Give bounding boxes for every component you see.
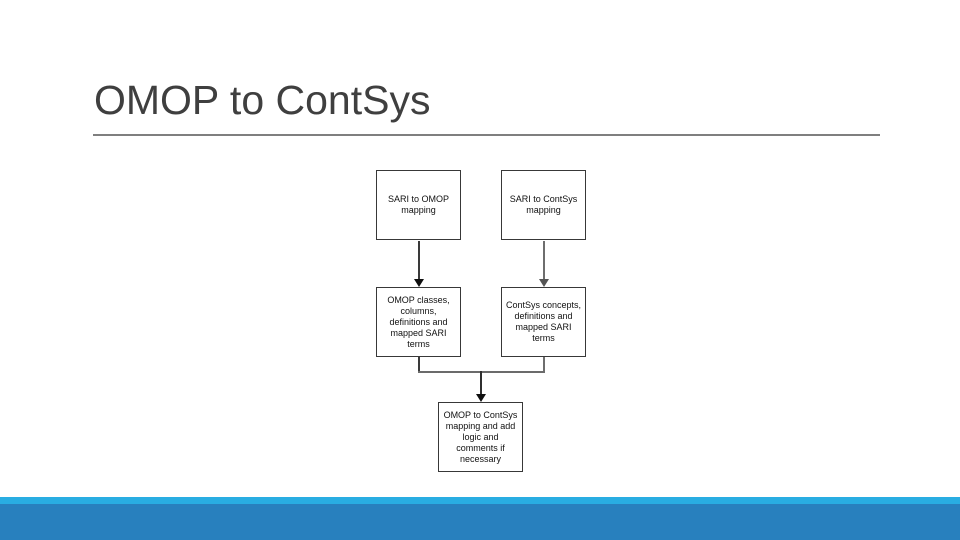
node-omop-to-contsys: OMOP to ContSys mapping and add logic an… bbox=[438, 402, 523, 472]
arrow-down-icon bbox=[475, 394, 486, 402]
slide-title: OMOP to ContSys bbox=[94, 77, 431, 123]
connector-line-left bbox=[417, 241, 420, 280]
node-label: SARI to ContSys mapping bbox=[509, 194, 578, 215]
connector-line-right bbox=[542, 241, 545, 280]
arrow-down-icon bbox=[538, 279, 549, 287]
arrow-down-icon bbox=[413, 279, 424, 287]
merge-center-line bbox=[479, 371, 482, 395]
node-label: OMOP to ContSys mapping and add logic an… bbox=[443, 409, 518, 464]
node-sari-to-omop-mapping: SARI to OMOP mapping bbox=[376, 170, 461, 240]
title-underline bbox=[93, 134, 880, 136]
node-label: SARI to OMOP mapping bbox=[387, 194, 449, 215]
node-label: ContSys concepts, definitions and mapped… bbox=[505, 300, 582, 343]
merge-stub-right bbox=[542, 357, 545, 372]
node-omop-classes: OMOP classes, columns, definitions and m… bbox=[376, 287, 461, 357]
footer-bar bbox=[0, 504, 960, 540]
merge-stub-left bbox=[417, 357, 420, 372]
node-label: OMOP classes, columns, definitions and m… bbox=[387, 294, 450, 349]
footer-accent-strip bbox=[0, 497, 960, 504]
node-sari-to-contsys-mapping: SARI to ContSys mapping bbox=[501, 170, 586, 240]
node-contsys-concepts: ContSys concepts, definitions and mapped… bbox=[501, 287, 586, 357]
